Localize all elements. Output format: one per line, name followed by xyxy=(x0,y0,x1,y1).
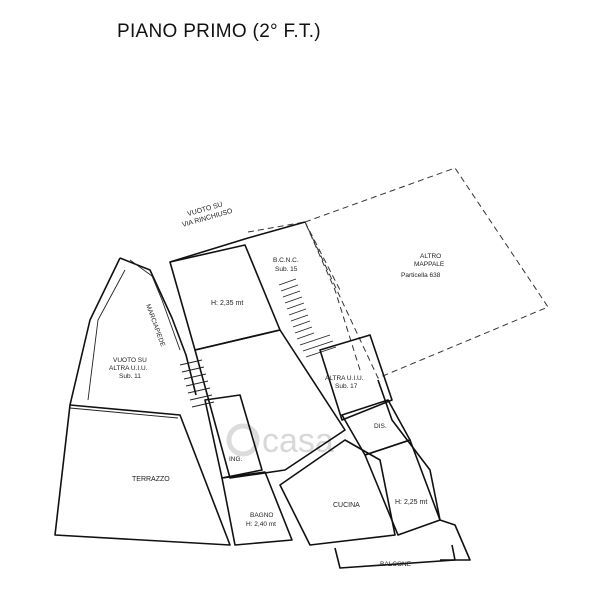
terrazzo-room xyxy=(54,404,231,546)
plan-title: PIANO PRIMO (2° F.T.) xyxy=(117,21,321,42)
bcnc-outline xyxy=(247,221,361,371)
balcony-outline xyxy=(334,544,456,569)
bcnc-sub: Sub. 15 xyxy=(275,266,298,273)
altra-uiu-sub: Sub. 17 xyxy=(335,383,358,390)
altra-uiu-room xyxy=(319,334,393,421)
ingresso-area xyxy=(204,394,263,479)
vuoto-line xyxy=(87,269,126,401)
marciapiede-inner xyxy=(129,259,181,351)
outer-wall xyxy=(169,221,306,263)
vuoto-uiu-label: VUOTO SU xyxy=(113,357,147,364)
watermark-text: casa xyxy=(262,422,334,460)
marciapiede-wall xyxy=(119,257,197,396)
bagno-label: BAGNO xyxy=(250,512,273,519)
particella-label: Particella 638 xyxy=(401,272,441,279)
marciapiede-label: MARCIAPIEDE xyxy=(144,303,166,348)
bcnc-label: B.C.N.C. xyxy=(273,257,299,264)
room-225-height: H: 2,25 mt xyxy=(395,499,427,506)
internal-stair xyxy=(179,359,215,408)
vuoto-via-label: VUOTO SU VIA RINCHIUSO xyxy=(181,201,234,229)
external-stair xyxy=(278,278,337,358)
bagno-room xyxy=(221,471,293,546)
altra-uiu-label: ALTRA U.I.U. xyxy=(325,375,364,382)
room-225 xyxy=(364,439,441,536)
cucina-label: CUCINA xyxy=(333,502,360,509)
central-room xyxy=(194,329,346,479)
altro-label: ALTRO xyxy=(420,253,441,260)
mappale-label: MAPPALE xyxy=(414,261,445,268)
dis-label: DIS. xyxy=(374,423,387,430)
balcone-label: BALCONE xyxy=(380,561,412,568)
terrazzo-label: TERRAZZO xyxy=(132,476,170,483)
terrazzo-rail xyxy=(69,407,179,419)
bcnc-divider xyxy=(304,221,341,291)
cucina-room xyxy=(279,439,396,546)
vuoto-uiu-outline xyxy=(69,257,121,406)
vuoto-uiu-altra: ALTRA U.I.U. xyxy=(109,365,148,372)
bagno-height: H: 2,40 mt xyxy=(246,521,276,528)
room-235-height: H: 2,35 mt xyxy=(211,300,243,307)
ing-label: ING. xyxy=(229,456,243,463)
vuoto-uiu-sub: Sub. 11 xyxy=(119,373,141,380)
watermark: casa xyxy=(226,422,334,460)
